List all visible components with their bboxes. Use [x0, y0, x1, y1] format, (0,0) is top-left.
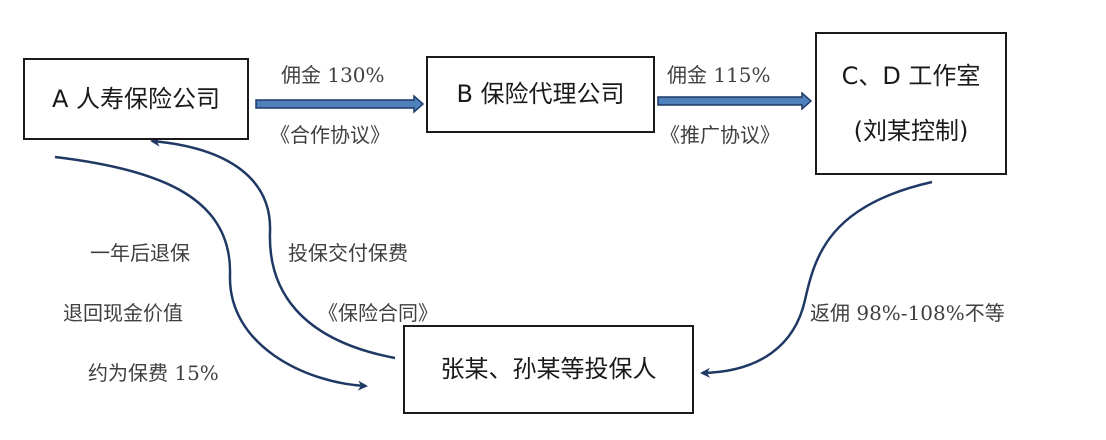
label-ea-premium: 投保交付保费	[288, 241, 408, 265]
box-studio-cd: C、D 工作室 (刘某控制)	[815, 32, 1007, 175]
box-policyholders: 张某、孙某等投保人	[403, 325, 694, 414]
curve-a-to-e	[54, 155, 368, 391]
label-bc-commission: 佣金 115%	[667, 63, 771, 87]
box-policyholders-label: 张某、孙某等投保人	[440, 355, 657, 384]
label-ae-ratio: 约为保费 15%	[88, 361, 219, 385]
label-ab-agreement: 《合作协议》	[270, 123, 390, 147]
label-ae-cash-value: 退回现金价值	[63, 301, 183, 325]
box-insurer-a-label: A 人寿保险公司	[51, 84, 221, 113]
label-ae-surrender: 一年后退保	[90, 241, 190, 265]
label-ea-contract: 《保险合同》	[318, 301, 438, 325]
label-ce-rebate: 返佣 98%-108%不等	[810, 301, 1005, 325]
box-studio-cd-title: C、D 工作室	[841, 61, 981, 90]
box-studio-cd-note: (刘某控制)	[853, 116, 969, 145]
box-insurer-a: A 人寿保险公司	[23, 58, 249, 140]
label-ab-commission: 佣金 130%	[281, 63, 385, 87]
box-agency-b-label: B 保险代理公司	[456, 80, 625, 109]
curve-c-to-e	[700, 180, 933, 378]
box-agency-b: B 保险代理公司	[426, 56, 655, 133]
arrow-b-to-c	[657, 91, 813, 111]
label-bc-agreement: 《推广协议》	[660, 123, 780, 147]
curve-e-to-a	[150, 136, 396, 360]
arrow-a-to-b	[255, 94, 425, 114]
